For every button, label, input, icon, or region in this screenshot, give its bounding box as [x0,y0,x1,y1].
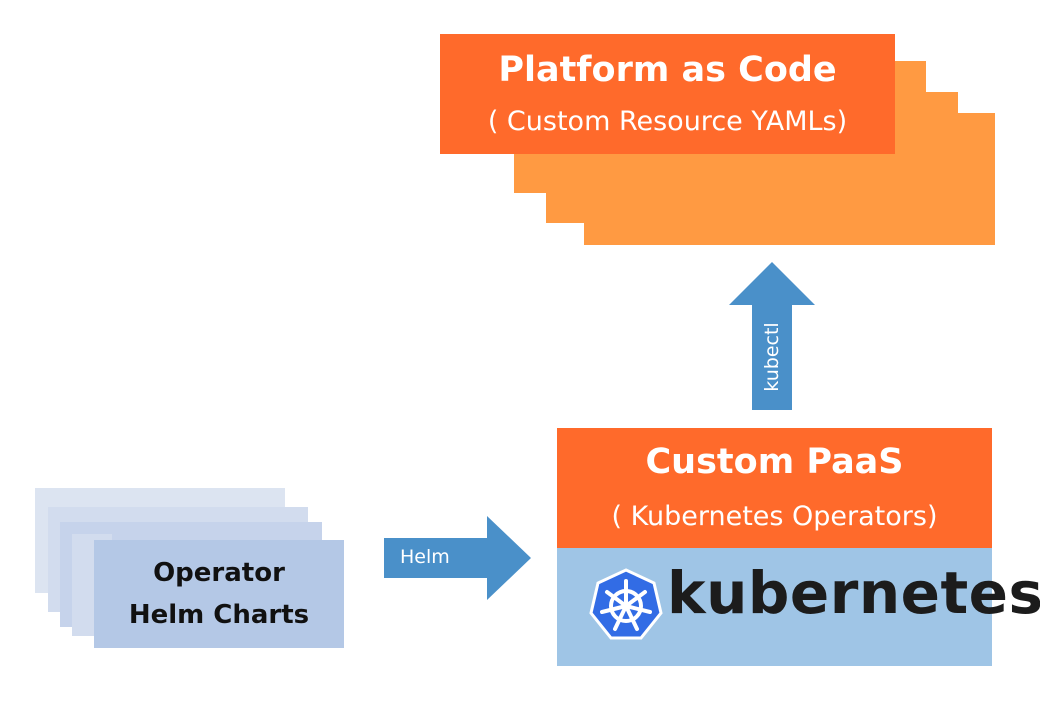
kubectl-label: kubectl [761,322,783,392]
kubectl-arrow: kubectl [727,262,817,410]
operator-helm-charts-line2: Helm Charts [128,600,310,630]
custom-paas-subtitle: ( Kubernetes Operators) [611,501,938,532]
platform-as-code-box: Platform as Code ( Custom Resource YAMLs… [440,34,895,154]
kubernetes-logo-icon [589,568,663,640]
custom-paas-title: Custom PaaS [645,442,904,482]
up-arrow-icon [729,262,815,410]
operator-helm-charts-line1: Operator [153,558,285,588]
kubernetes-wordmark: kubernetes [667,559,1040,627]
right-arrow-icon [384,516,531,600]
platform-as-code-title: Platform as Code [498,50,837,90]
operator-helm-charts-box: Operator Helm Charts [94,540,344,648]
helm-label: Helm [400,546,450,568]
custom-paas-box: Custom PaaS ( Kubernetes Operators) [557,428,992,548]
kubernetes-box: kubernetes [557,548,1040,666]
platform-as-code-subtitle: ( Custom Resource YAMLs) [487,106,848,137]
helm-arrow: Helm [384,516,532,600]
